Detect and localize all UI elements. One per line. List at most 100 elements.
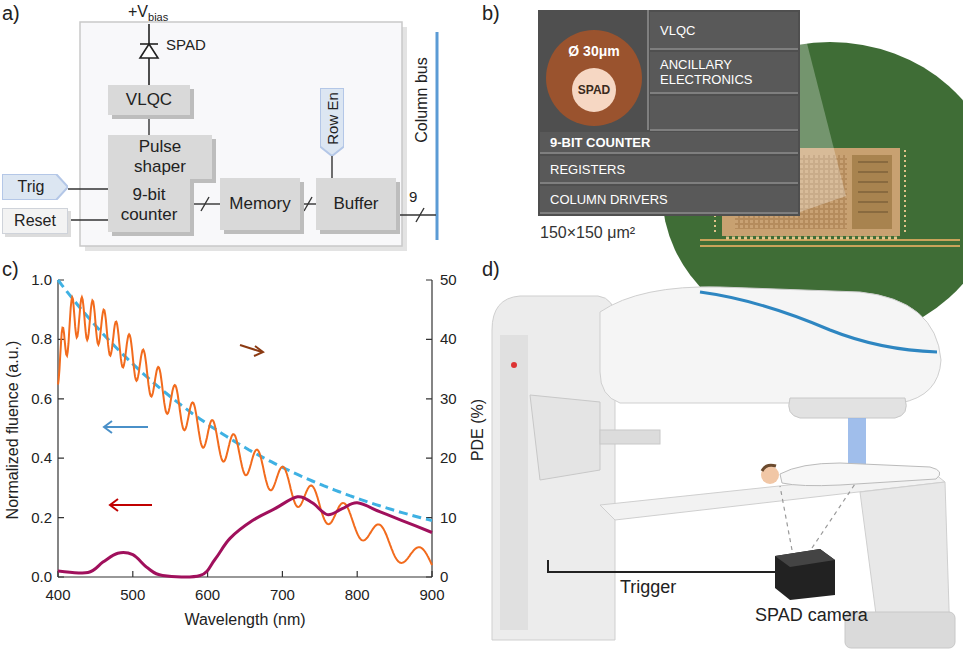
- drawing-part: [110, 499, 118, 511]
- drawing-part: [148, 24, 150, 44]
- node-text: REGISTERS: [550, 162, 625, 177]
- drawing-part: [700, 292, 937, 352]
- process-box: Pulse shaper: [108, 135, 212, 179]
- drawing-part: [647, 10, 649, 130]
- drawing-part: [780, 484, 855, 550]
- text-label: 600: [195, 586, 220, 603]
- drawing-part: [775, 549, 835, 567]
- fluence-spectrum-curve: [58, 497, 432, 577]
- process-box: Memory: [220, 178, 300, 230]
- node-text: ANCILLARY ELECTRONICS: [660, 57, 788, 87]
- drawing-part: [650, 129, 798, 131]
- drawing-part: [762, 465, 776, 471]
- node-text: 9-BIT COUNTER: [550, 135, 650, 150]
- drawing-part: [780, 463, 940, 486]
- text-label: 400: [45, 586, 70, 603]
- drawing-part: [400, 214, 436, 215]
- process-box: Trig: [2, 174, 68, 200]
- node-text: Row En: [324, 92, 341, 145]
- text-label: +V: [128, 3, 148, 21]
- text-label: 0.6: [31, 390, 52, 407]
- text-label: 700: [270, 586, 295, 603]
- drawing-part: [57, 280, 58, 577]
- connector-line: [68, 188, 108, 189]
- drawing-part: [104, 426, 148, 428]
- drawing-part: [775, 549, 835, 600]
- node-text: Memory: [229, 194, 290, 214]
- text-label: Wavelength (nm): [184, 611, 305, 629]
- drawing-part: [492, 296, 615, 640]
- node-text: Buffer: [333, 194, 378, 214]
- text-label: 900: [419, 586, 444, 603]
- fluence-dashed-curve: [58, 280, 432, 521]
- text-label: 800: [345, 586, 370, 603]
- drawing-part: [650, 96, 798, 130]
- text-label: d): [482, 258, 500, 281]
- text-label: 0.0: [31, 568, 52, 585]
- node-text: Reset: [14, 212, 56, 230]
- layout-cell: REGISTERS: [540, 156, 798, 184]
- node-text: 9-bit counter: [114, 185, 184, 225]
- drawing-part: [58, 280, 64, 577]
- text-label: 0: [440, 568, 448, 585]
- text-label: 0.8: [31, 331, 52, 348]
- signal-tag-outline: [2, 174, 68, 200]
- pixel-outline: [80, 22, 407, 251]
- node-text: COLUMN DRIVERS: [550, 192, 668, 207]
- text-label: 150×150 μm²: [540, 224, 635, 242]
- text-label: Normalized fluence (a.u.): [4, 341, 22, 520]
- connector-line: [68, 219, 108, 220]
- layout-cell: COLUMN DRIVERS: [540, 186, 798, 214]
- drawing-part: [416, 208, 424, 222]
- drawing-part: [700, 240, 960, 246]
- spad-circle: Ø 30μmSPAD: [546, 30, 642, 126]
- chip-layout-panel: [538, 10, 800, 216]
- linac-illustration: [492, 287, 955, 648]
- text-label: Column bus: [413, 57, 431, 142]
- drawing-part: [858, 162, 888, 212]
- text-label: 1.0: [31, 271, 52, 288]
- layout-cell: VLQC: [650, 12, 798, 50]
- text-label: Trigger: [620, 577, 676, 598]
- process-box: Row En: [320, 88, 344, 156]
- text-label: 500: [120, 586, 145, 603]
- text-label: a): [2, 2, 20, 25]
- drawing-part: [58, 571, 432, 577]
- drawing-part: [548, 560, 775, 572]
- drawing-part: [500, 335, 528, 630]
- process-box: VLQC: [108, 85, 190, 115]
- process-box: Reset: [2, 208, 68, 234]
- text-label: 10: [440, 509, 457, 526]
- bus-slash: [201, 197, 209, 211]
- drawing-part: [140, 44, 158, 58]
- process-box: Buffer: [316, 178, 396, 230]
- drawing-part: [789, 398, 907, 418]
- chart-axes: [58, 280, 432, 577]
- text-label: c): [2, 258, 19, 281]
- drawing-part: [600, 287, 941, 403]
- connector-line: [331, 156, 332, 178]
- node-text: Ø 30μm: [568, 43, 619, 59]
- drawing-part: [254, 346, 263, 356]
- drawing-part: [104, 421, 112, 433]
- drawing-part: [726, 237, 898, 240]
- text-label: 20: [440, 450, 457, 467]
- drawing-part: [538, 10, 800, 216]
- node-text: VLQC: [126, 90, 172, 110]
- text-label: 30: [440, 390, 457, 407]
- drawing-part: [436, 32, 439, 240]
- text-label: SPAD: [166, 36, 206, 53]
- drawing-part: [148, 58, 150, 85]
- connector-line: [148, 115, 149, 135]
- node-text: SPAD: [578, 83, 610, 97]
- drawing-part: [530, 395, 600, 480]
- text-label: 0.4: [31, 450, 52, 467]
- drawing-part: [761, 466, 779, 484]
- text-label: SPAD camera: [755, 605, 868, 626]
- bus-slash: [304, 197, 312, 211]
- drawing-part: [600, 430, 660, 444]
- drawing-part: [80, 22, 402, 246]
- layout-cell: 9-BIT COUNTER: [540, 132, 798, 154]
- process-box: 9-bit counter: [108, 178, 190, 232]
